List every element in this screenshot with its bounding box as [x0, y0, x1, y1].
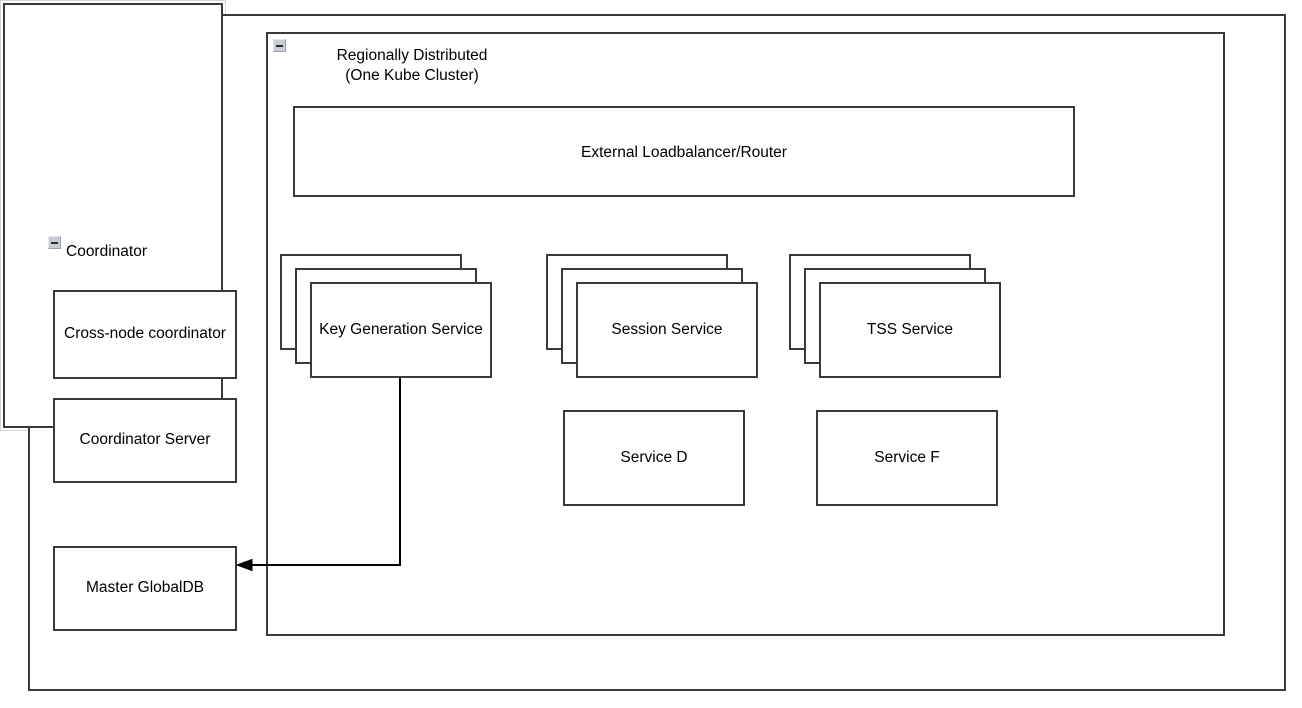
- stack-layer-front-session-service[interactable]: Session Service: [576, 282, 758, 378]
- stack-layer-front-key-generation-service[interactable]: Key Generation Service: [310, 282, 492, 378]
- node-master-globaldb[interactable]: Master GlobalDB: [53, 546, 237, 631]
- node-coordinator-server[interactable]: Coordinator Server: [53, 398, 237, 483]
- stack-layer-front-tss-service[interactable]: TSS Service: [819, 282, 1001, 378]
- node-key-generation-service-stack[interactable]: Key Generation Service: [280, 254, 492, 378]
- node-service-f[interactable]: Service F: [816, 410, 998, 506]
- pool-label-coordinator: Coordinator: [66, 243, 147, 260]
- collapse-icon-regional-cluster[interactable]: [273, 39, 286, 52]
- node-service-d[interactable]: Service D: [563, 410, 745, 506]
- pool-label-regional-cluster: Regionally Distributed (One Kube Cluster…: [336, 47, 488, 85]
- collapse-icon-coordinator[interactable]: [48, 236, 61, 249]
- node-cross-node-coordinator[interactable]: Cross-node coordinator: [53, 290, 237, 379]
- node-tss-service-stack[interactable]: TSS Service: [789, 254, 1001, 378]
- node-external-loadbalancer[interactable]: External Loadbalancer/Router: [293, 106, 1075, 197]
- node-session-service-stack[interactable]: Session Service: [546, 254, 758, 378]
